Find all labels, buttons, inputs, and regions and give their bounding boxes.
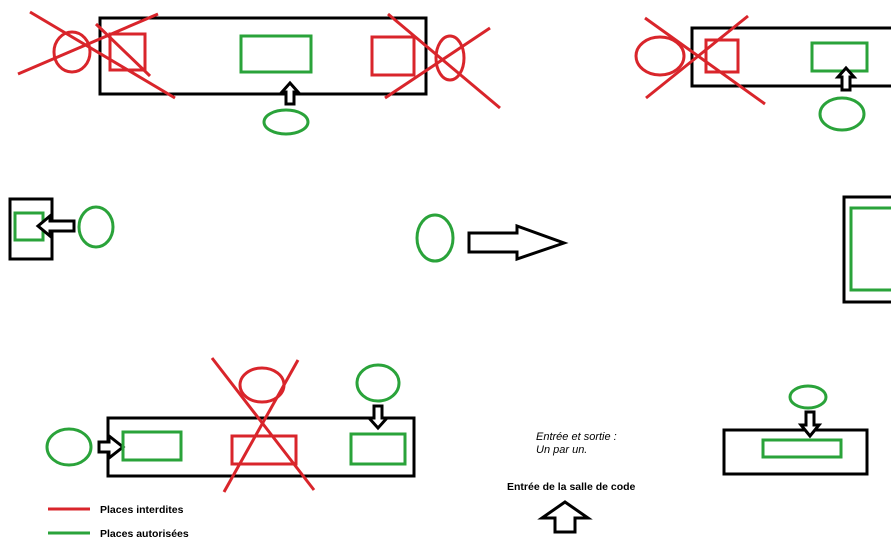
allowed-place (239, 34, 313, 74)
cross-icon (384, 12, 501, 110)
table-top-right (690, 26, 891, 88)
cross-icon (17, 10, 176, 100)
allowed-place (810, 41, 869, 73)
allowed-place (849, 206, 891, 292)
annotation-line-2: Un par un. (536, 444, 587, 456)
table-top-right-group (634, 14, 891, 132)
table-left-group (8, 197, 115, 261)
legend: Places interdites Places autorisées (48, 504, 189, 539)
arrow-left-icon (35, 212, 76, 240)
table-bottom-left-group (45, 357, 416, 493)
arrow-right-icon (97, 432, 126, 462)
allowed-seat (262, 108, 310, 136)
allowed-seat (45, 427, 93, 467)
forbidden-place (230, 434, 298, 466)
table-bottom-right (722, 428, 869, 476)
arrow-down-icon (365, 404, 391, 431)
arrow-right-icon (467, 223, 569, 262)
table-right-group (842, 195, 891, 304)
entrance-group: Entrée et sortie : Un par un. Entrée de … (507, 431, 636, 534)
allowed-place (121, 430, 183, 462)
forbidden-seat (634, 35, 686, 77)
cross-icon (644, 14, 766, 106)
forbidden-seat (52, 30, 92, 74)
annotation-line-1: Entrée et sortie : (536, 431, 617, 443)
cross-icon (210, 357, 316, 493)
legend-label-forbidden: Places interdites (100, 504, 184, 516)
allowed-seat (77, 205, 115, 249)
allowed-seat (818, 96, 866, 132)
forbidden-seat (434, 34, 466, 82)
table-right (842, 195, 891, 304)
arrow-up-icon (834, 65, 858, 92)
table-top-left (98, 16, 428, 96)
table-top-left-group (17, 10, 501, 136)
allowed-seat (415, 213, 455, 263)
allowed-seat (788, 384, 828, 410)
entrance-label: Entrée de la salle de code (507, 481, 636, 493)
arrow-up-icon (537, 500, 593, 534)
allowed-place (761, 438, 843, 459)
forbidden-place (370, 35, 416, 77)
arrow-down-icon (797, 410, 823, 439)
central-flow-group (415, 213, 569, 263)
legend-label-allowed: Places autorisées (100, 528, 189, 539)
table-bottom-right-group (722, 384, 869, 476)
allowed-place (349, 432, 407, 466)
arrow-up-icon (278, 80, 302, 106)
allowed-seat (355, 363, 401, 403)
